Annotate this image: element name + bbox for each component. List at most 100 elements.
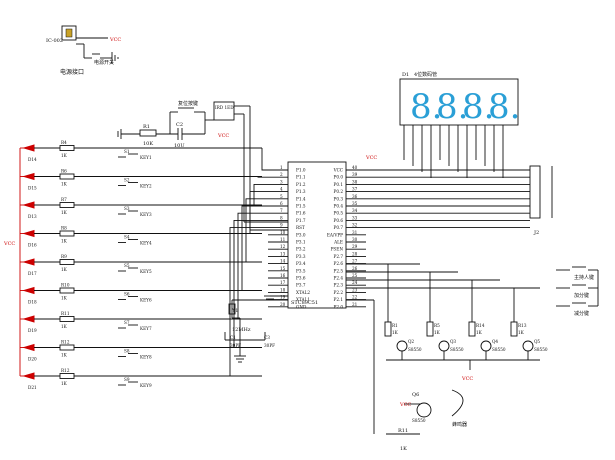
mcu-left-pin-number: 9: [280, 223, 283, 228]
mcu-right-pin-name: P2.1: [334, 297, 344, 302]
power-connector-label: IC-002: [46, 38, 63, 44]
mcu-right-pin-number: 23: [352, 287, 358, 292]
led-resistor-ref: R6: [61, 169, 67, 174]
mcu-right-pin-name: P0.6: [334, 218, 344, 223]
led-resistor-ref: R12: [61, 368, 70, 373]
display-ref-label: D1: [402, 72, 409, 78]
led-ref: D20: [28, 357, 37, 362]
c3-value-label: 30PF: [264, 343, 275, 348]
switch-key-label: KEY5: [140, 269, 152, 274]
mcu-left-pin-number: 5: [280, 194, 283, 199]
mcu-left-pin-number: 8: [280, 215, 283, 220]
c2-value-label: 10U: [174, 143, 185, 149]
led-to-mcu-wire: [229, 227, 268, 376]
mcu-right-pin-number: 37: [352, 187, 358, 192]
mcu-left-pin-name: P1.7: [296, 218, 306, 223]
led-resistor: [59, 344, 75, 351]
switch-key-label: KEY2: [140, 184, 152, 189]
led-resistor-value: 1K: [61, 296, 68, 301]
mcu-left-pin-name: P1.5: [296, 204, 306, 209]
led-resistor-ref: R9: [61, 254, 67, 259]
mcu-left-pin-name: RST: [296, 225, 305, 230]
led-diode: [22, 343, 35, 352]
mcu-left-pin-name: GND: [296, 304, 307, 309]
led-resistor: [59, 373, 75, 379]
crystal-label: 12MHz: [232, 327, 251, 333]
mcu-left-pin-number: 2: [280, 172, 283, 177]
led-resistor: [59, 259, 75, 265]
led-resistor-value: 1K: [61, 267, 68, 272]
mcu-right-pin-name: P0.5: [334, 211, 344, 216]
led-resistor-ref: R4: [61, 140, 67, 145]
mcu-right-pin-number: 38: [352, 179, 358, 184]
transistor-resistor: [426, 321, 434, 337]
led-to-mcu-wire: [257, 176, 268, 178]
mcu-left-pin-number: 4: [280, 187, 283, 192]
switch-key-label: KEY9: [140, 383, 152, 388]
transistor-resistor: [510, 321, 518, 337]
r11-value-label: 1K: [400, 446, 407, 452]
c2-label: C2: [176, 122, 183, 128]
mcu-right-pin-number: 27: [352, 259, 358, 264]
display-digit: 8.: [488, 87, 520, 127]
reset-key-label: 复位按键: [178, 100, 198, 107]
mcu-right-pin-name: P0.4: [334, 204, 344, 209]
led-ref: D15: [28, 186, 37, 191]
led-ref: D14: [28, 157, 37, 162]
transistor-type: S8550: [534, 347, 548, 352]
mcu-right-pin-name: EA/VPP: [327, 232, 343, 237]
mcu-left-pin-name: P1.4: [296, 196, 306, 201]
led-to-mcu-wire: [237, 212, 268, 319]
led-diode: [22, 258, 35, 266]
mcu-right-pin-name: VCC: [333, 168, 343, 173]
mcu-right-pin-number: 34: [352, 208, 358, 213]
led-resistor-value: 1K: [61, 324, 68, 329]
mcu-right-pin-name: P0.0: [334, 175, 344, 180]
mcu-right-pin-number: 22: [352, 295, 358, 300]
mcu-left-pin-number: 7: [280, 208, 283, 213]
vcc-label: VCC: [217, 133, 229, 139]
mcu-right-pin-number: 26: [352, 266, 358, 271]
mcu-right-pin-number: 24: [352, 280, 358, 285]
mcu-right-pin-name: P2.0: [334, 304, 344, 309]
led-to-mcu-wire: [245, 198, 268, 262]
transistor-resistor-ref: R1: [392, 323, 398, 328]
mcu-right-pin-number: 33: [352, 215, 358, 220]
mcu-right-pin-number: 32: [352, 223, 358, 228]
vcc-label: VCC: [3, 241, 15, 247]
mcu-left-pin-name: P3.1: [296, 240, 306, 245]
transistor-resistor-ref: R13: [518, 323, 527, 328]
switch-ref: S4: [124, 235, 130, 240]
led-resistor-value: 1K: [61, 239, 68, 244]
led-resistor: [59, 316, 75, 322]
switch-key-label: KEY3: [140, 212, 152, 217]
mcu-left-pin-number: 16: [280, 273, 286, 278]
switch-key-label: KEY1: [140, 155, 152, 160]
mcu-left-pin-number: 20: [280, 302, 286, 307]
mcu-left-pin-name: P1.3: [296, 189, 306, 194]
mcu-right-pin-number: 39: [352, 172, 358, 177]
transistor-ref: Q4: [492, 339, 498, 344]
vcc-label: VCC: [461, 376, 473, 382]
led-resistor: [59, 145, 75, 151]
transistor-resistor-value: 1K: [392, 330, 399, 335]
switch-ref: S2: [124, 178, 130, 183]
transistor-ref: Q2: [408, 339, 414, 344]
led-to-mcu-wire: [241, 205, 268, 291]
mcu-right-pin-number: 35: [352, 201, 358, 206]
c1-value-label: 30PF: [230, 343, 241, 348]
led-diode: [22, 372, 35, 380]
led-resistor-value: 1K: [61, 353, 68, 358]
mcu-right-pin-name: P0.1: [334, 182, 344, 187]
buzzer-label: 蜂鸣器: [452, 421, 467, 428]
mcu-left-pin-name: XTAL2: [296, 290, 310, 295]
mcu-right-pin-name: P0.7: [334, 225, 344, 230]
switch-ref: S6: [124, 292, 130, 297]
vcc-label: VCC: [109, 37, 121, 43]
led-diode: [22, 144, 35, 152]
mcu-right-pin-name: P2.3: [334, 283, 344, 288]
mcu-right-pin-name: ALE: [333, 240, 343, 245]
switch-ref: S5: [124, 263, 130, 268]
transistor-type: S8550: [492, 347, 506, 352]
